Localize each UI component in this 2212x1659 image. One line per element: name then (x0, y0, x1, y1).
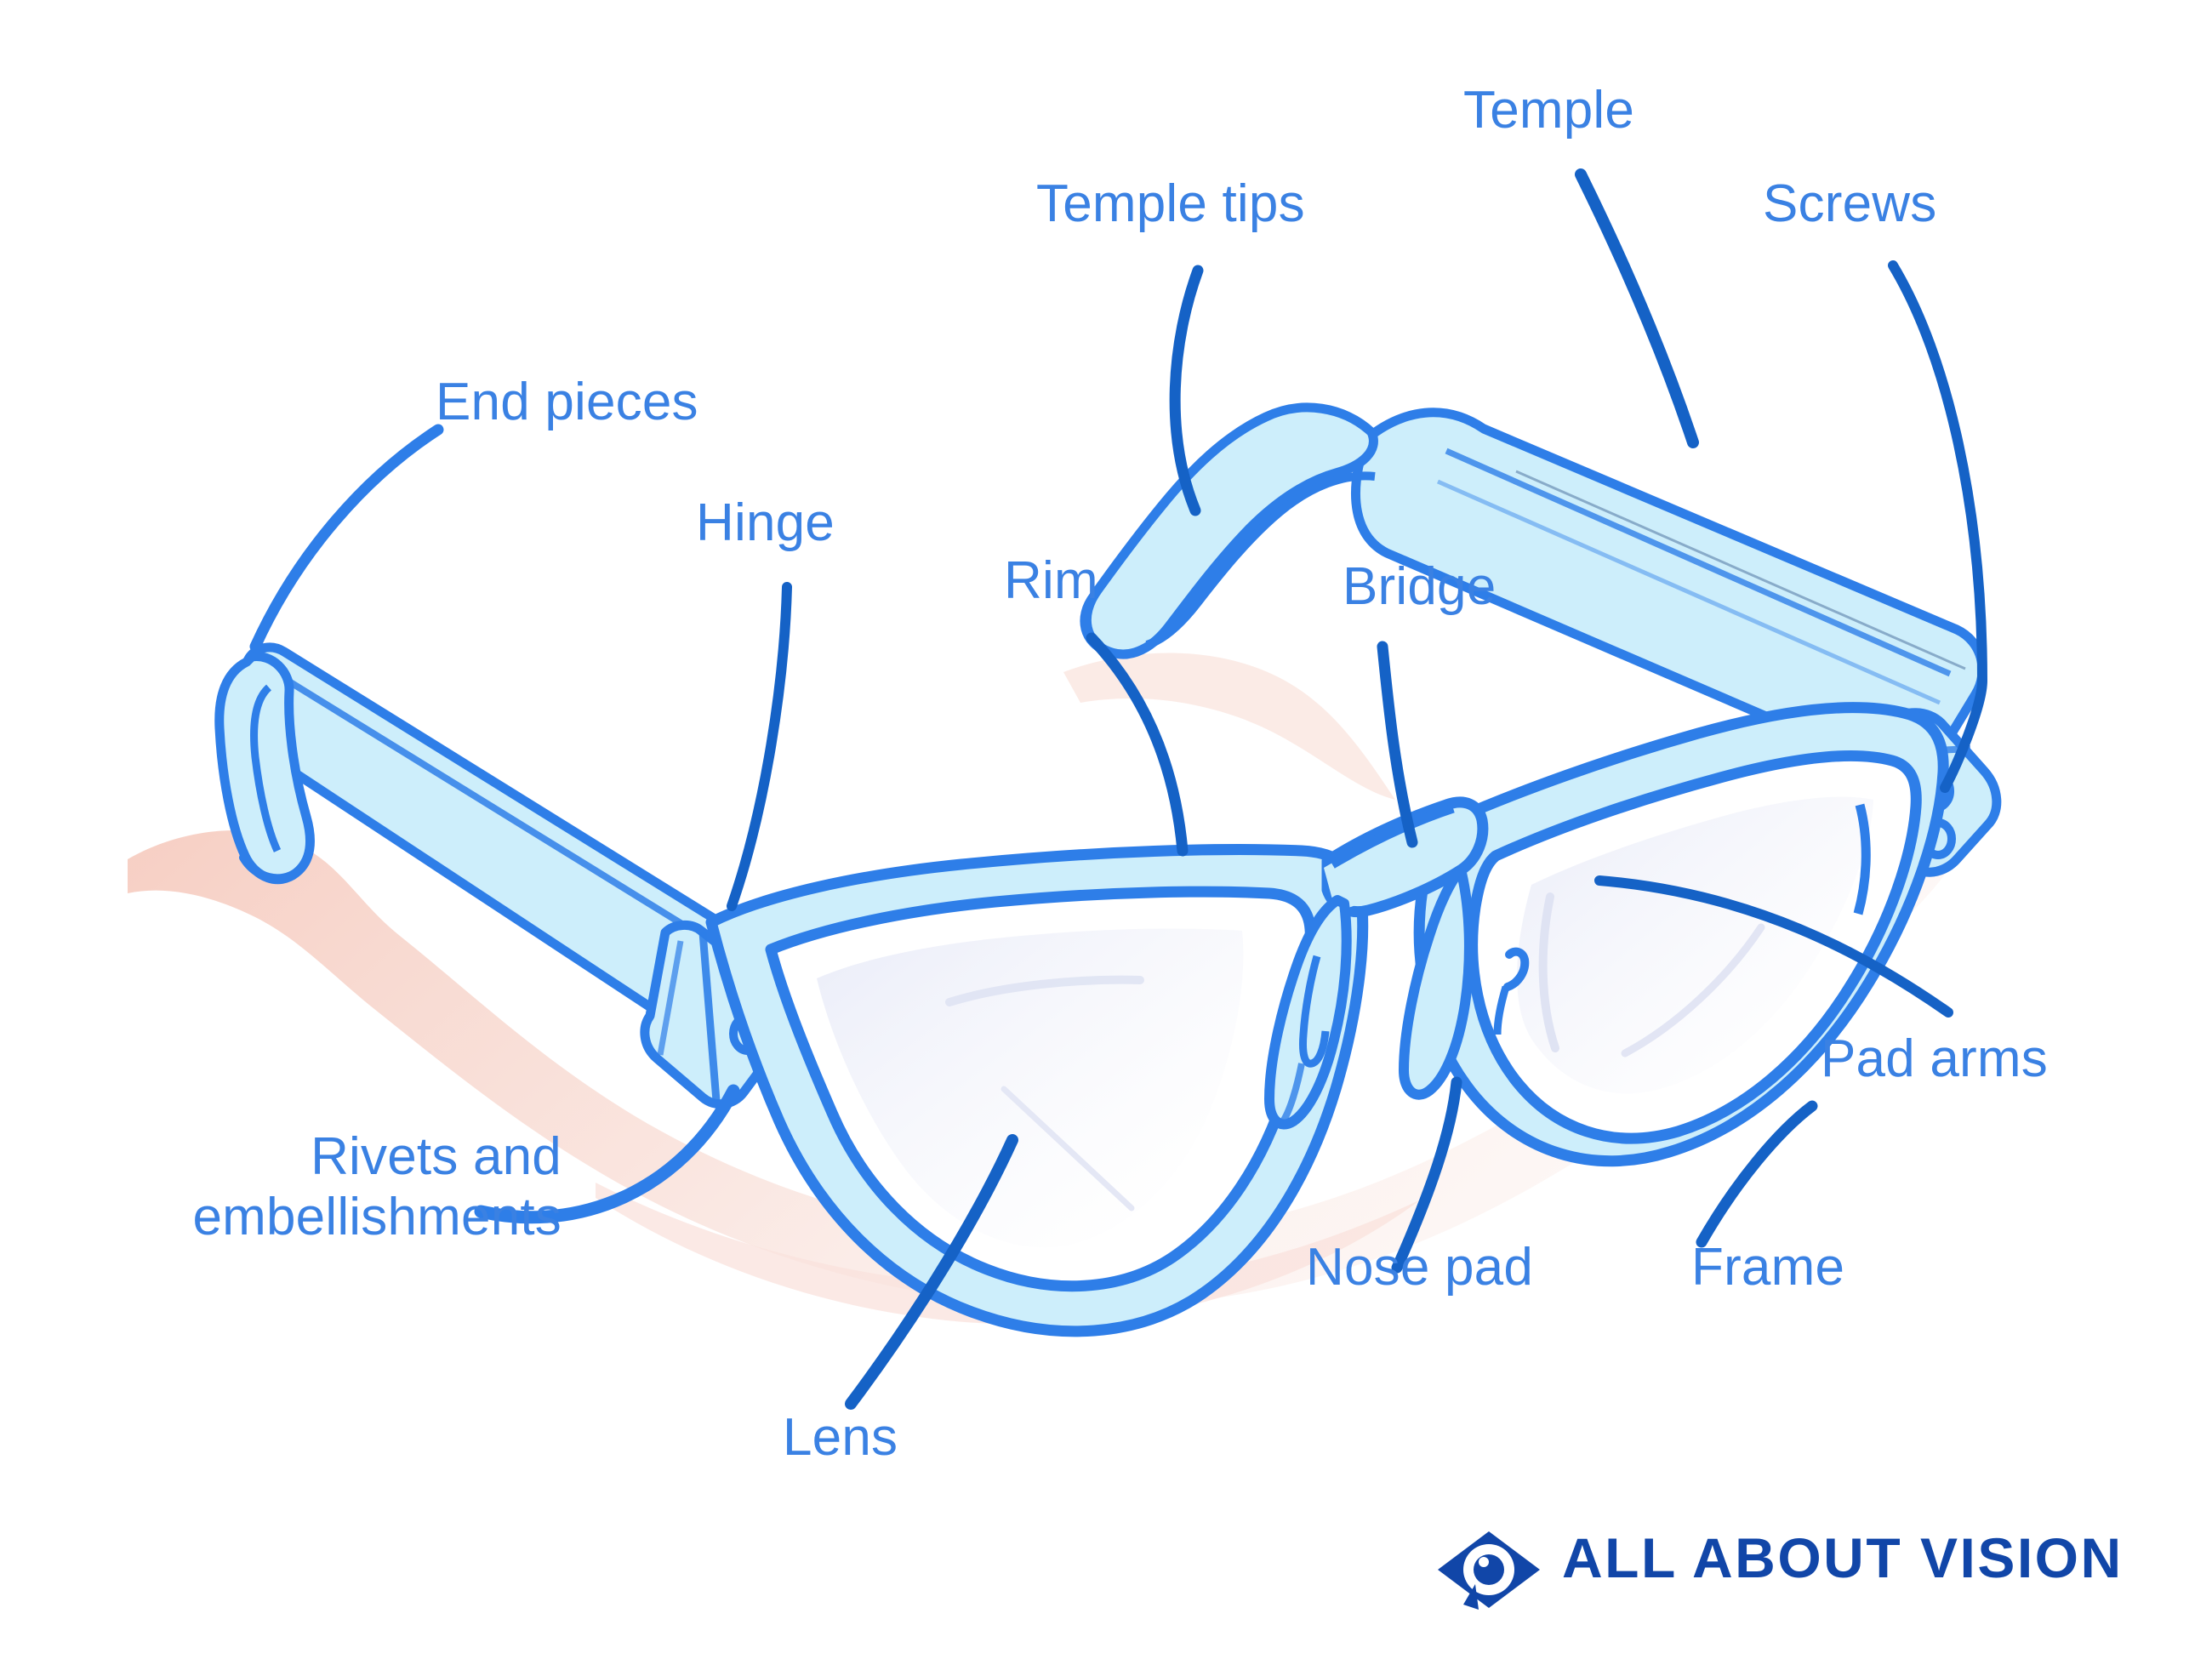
label-temple-tips: Temple tips (1036, 174, 1305, 233)
label-pad-arms: Pad arms (1821, 1029, 2048, 1088)
leader-rivets (474, 1084, 740, 1224)
brand-logo: ALL ABOUT VISION (1438, 1519, 2124, 1596)
leader-rim (1086, 632, 1189, 857)
nose-pad-right (1399, 866, 1530, 1100)
label-lens: Lens (783, 1408, 898, 1467)
left-temple-arm (214, 642, 760, 1033)
label-bridge: Bridge (1343, 557, 1497, 616)
leader-temple-tips (1169, 265, 1204, 516)
leader-bridge (1377, 641, 1418, 848)
right-temple-arm (1080, 402, 1987, 777)
eye-icon-spacer (1438, 1519, 1540, 1596)
leader-temple (1575, 168, 1699, 448)
leader-lens (845, 1134, 1018, 1410)
leader-screws (1888, 260, 1988, 793)
label-temple: Temple (1463, 81, 1635, 140)
label-rim: Rim (1004, 551, 1098, 610)
nose-pad-left (1264, 895, 1352, 1130)
label-rivets-and-embellishments: Rivets and embellishments (192, 1127, 562, 1246)
label-frame: Frame (1691, 1238, 1845, 1297)
leader-lines (249, 168, 1988, 1410)
label-nose-pad: Nose pad (1306, 1238, 1534, 1297)
leader-frame (1696, 1100, 1818, 1248)
leader-hinge (727, 582, 792, 911)
label-end-pieces: End pieces (436, 373, 698, 431)
leader-pad-arms (1594, 875, 1953, 1018)
label-hinge: Hinge (696, 493, 835, 552)
leader-nose-pad (1391, 1076, 1462, 1274)
leader-end-pieces (249, 424, 444, 653)
eye-icon (1438, 1531, 1540, 1610)
brand-wordmark: ALL ABOUT VISION (1562, 1526, 2124, 1589)
frame-front (705, 702, 1949, 1337)
label-screws: Screws (1763, 174, 1937, 233)
